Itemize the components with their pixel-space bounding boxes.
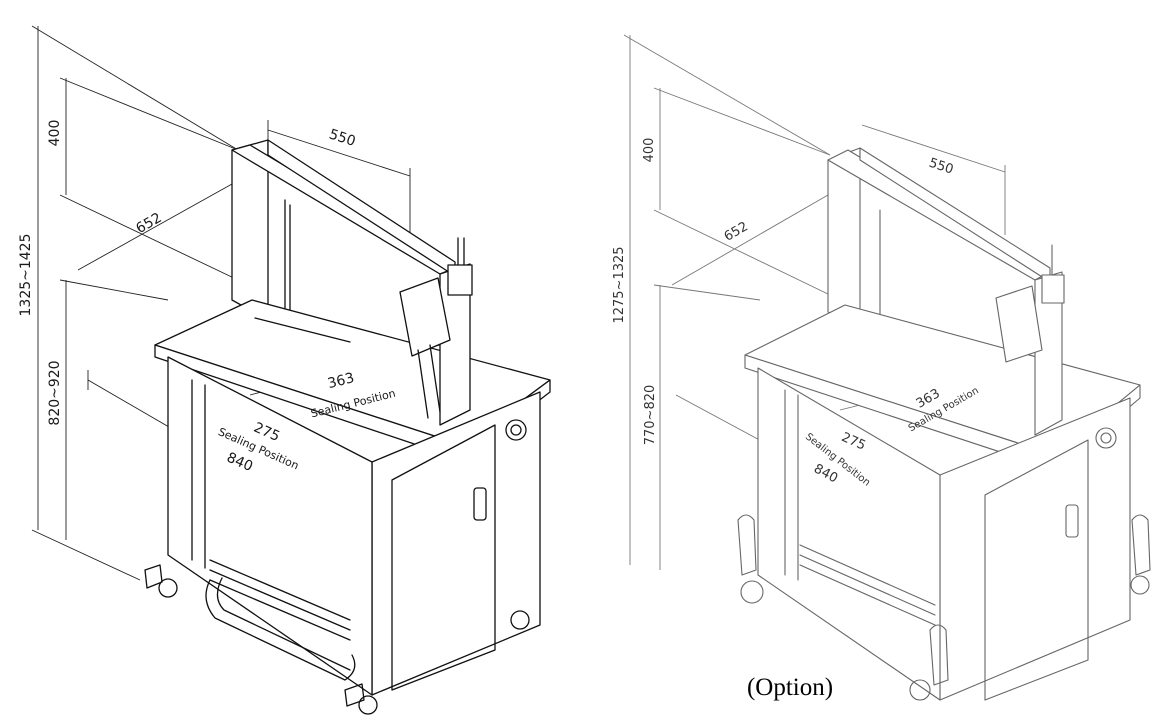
left-machine-drawing: 1325~1425 820~920 400 550 652 363 Sealin… bbox=[18, 25, 551, 715]
right-machine-drawing: 1275~1325 770~820 400 550 652 363 Sealin… bbox=[612, 34, 1151, 701]
right-control-head bbox=[995, 244, 1065, 436]
left-overall-height-label: 1325~1425 bbox=[18, 234, 34, 317]
left-cabinet bbox=[167, 356, 541, 696]
left-depth-label: 652 bbox=[133, 210, 164, 237]
left-table-height-label: 820~920 bbox=[47, 360, 63, 425]
right-overall-height-label: 1275~1325 bbox=[612, 246, 627, 323]
right-jack-casters bbox=[737, 514, 1151, 701]
left-seal-x-label: 363 bbox=[326, 370, 356, 392]
option-caption: (Option) bbox=[747, 674, 833, 701]
right-table-height-label: 770~820 bbox=[643, 385, 658, 446]
left-arch bbox=[231, 139, 456, 321]
right-arch-height-label: 400 bbox=[642, 138, 657, 163]
right-cabinet bbox=[757, 367, 1131, 701]
left-arch-width-label: 550 bbox=[327, 126, 357, 149]
right-arch-width-label: 550 bbox=[927, 156, 955, 178]
left-casters bbox=[144, 564, 530, 715]
right-arch bbox=[827, 147, 1051, 326]
right-depth-label: 652 bbox=[722, 219, 751, 244]
left-arch-height-label: 400 bbox=[47, 120, 63, 147]
left-control-head bbox=[399, 237, 473, 426]
